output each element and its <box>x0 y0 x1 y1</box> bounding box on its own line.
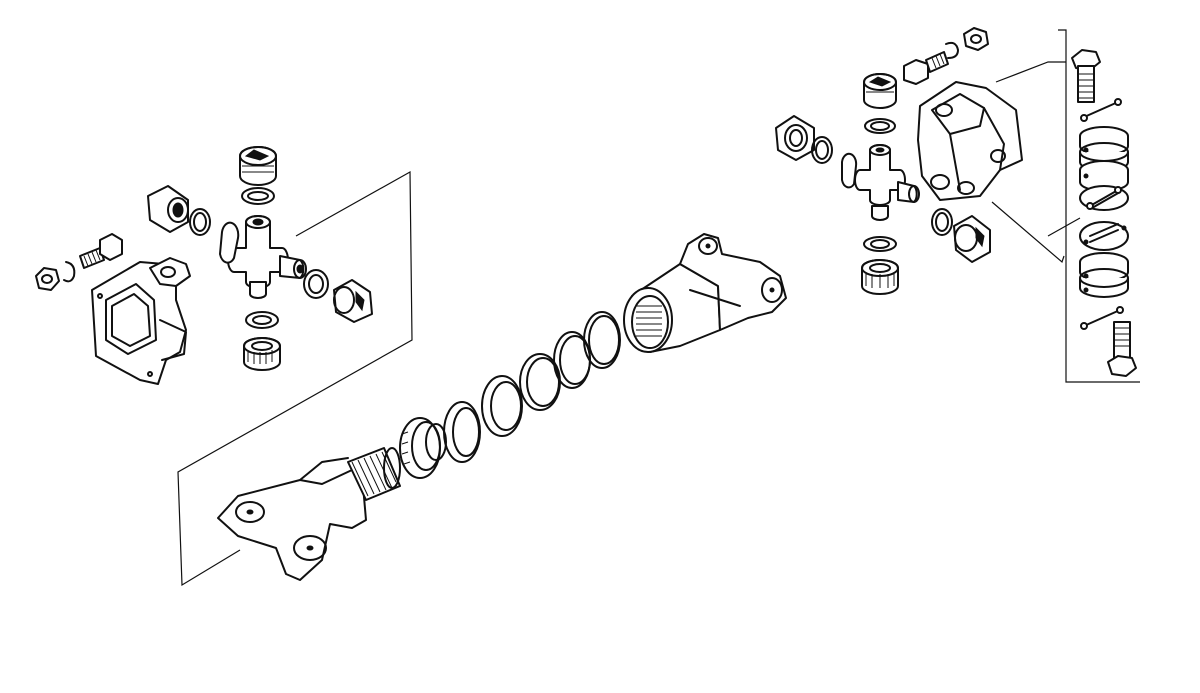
inset-lock-plate-b <box>1079 221 1129 251</box>
right-seal-bottom <box>863 236 897 252</box>
right-inset-detail <box>1058 29 1140 383</box>
snap-ring-c <box>583 311 621 369</box>
left-nut <box>35 267 60 291</box>
left-lock-washer <box>63 261 76 283</box>
inset-lock-plate-a <box>1079 185 1129 211</box>
right-seal-top <box>864 118 896 134</box>
left-seal-top <box>241 187 275 205</box>
dust-cap <box>399 417 447 479</box>
inset-bearing-cap-set-c <box>1079 252 1129 298</box>
left-bearing-cup-b <box>333 279 373 323</box>
left-seal-a <box>189 208 211 236</box>
left-leader-line <box>177 170 413 587</box>
inset-bolt-top <box>1071 49 1101 103</box>
left-bearing-cup-top <box>239 146 277 186</box>
ring-a <box>443 401 481 463</box>
right-flange-yoke <box>917 81 1023 201</box>
right-leader-line-bottom <box>991 201 1081 264</box>
left-bearing-cup-a <box>147 185 189 233</box>
right-spider-cross <box>841 144 920 221</box>
left-seal-bottom <box>245 311 279 329</box>
inset-lock-strap-bottom <box>1080 306 1124 330</box>
ring-b <box>481 375 523 437</box>
right-bearing-cup-b <box>953 215 991 263</box>
left-flange-yoke <box>91 257 191 385</box>
right-seal-a <box>811 136 833 164</box>
center-slip-joint <box>217 233 787 581</box>
right-leader-line-top <box>995 61 1066 83</box>
right-bearing-cup-bottom <box>861 259 899 295</box>
right-nut <box>963 27 989 51</box>
right-bolt <box>903 51 949 85</box>
slip-yoke-tube <box>623 233 787 353</box>
left-bearing-cup-bottom <box>243 337 281 371</box>
right-seal-b <box>931 208 953 236</box>
inset-bracket <box>1058 29 1140 383</box>
inset-bearing-cap-set-b <box>1079 160 1129 192</box>
right-lock-washer <box>945 41 959 59</box>
inset-bolt-bottom <box>1107 321 1137 377</box>
left-spider-cross <box>219 215 307 299</box>
right-bearing-cup-top <box>863 73 897 109</box>
left-universal-joint <box>35 146 413 587</box>
left-bolt <box>79 233 123 269</box>
spline-shaft-yoke <box>217 447 401 581</box>
inset-lock-strap-top <box>1080 98 1122 122</box>
right-bearing-cup-a <box>775 115 815 161</box>
right-universal-joint <box>775 27 1081 295</box>
left-seal-b <box>303 269 329 299</box>
